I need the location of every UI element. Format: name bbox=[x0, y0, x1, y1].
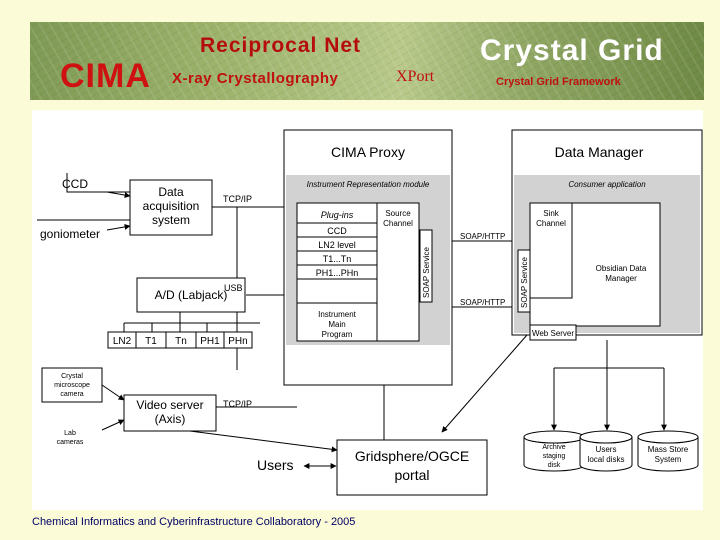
sensor-t1: T1 bbox=[145, 336, 157, 347]
lab-cam-line1: Lab bbox=[64, 430, 76, 437]
sensor-phn: PHn bbox=[228, 336, 247, 347]
ccd-to-daq bbox=[106, 191, 131, 199]
instrument-main-1: Instrument bbox=[318, 310, 357, 319]
sink-channel-box bbox=[529, 202, 573, 299]
tcpip-label-1: TCP/IP bbox=[223, 194, 252, 204]
crystal-cam-to-video bbox=[101, 384, 125, 401]
disk1-line2: staging bbox=[543, 453, 566, 460]
obsidian-line1: Obsidian Data bbox=[596, 264, 647, 273]
labjack-label: A/D (Labjack) bbox=[155, 288, 228, 302]
crystal-grid-subtitle: Crystal Grid Framework bbox=[496, 76, 621, 88]
video-line2: (Axis) bbox=[155, 412, 186, 426]
sensor-ln2: LN2 bbox=[113, 336, 132, 347]
disk1-line1: Archive bbox=[542, 444, 565, 451]
soap-service-left-box bbox=[419, 229, 433, 303]
sensor-boxes bbox=[107, 331, 253, 349]
xray-crystallography-subtitle: X-ray Crystallography bbox=[172, 70, 339, 87]
disk2-line2: local disks bbox=[588, 455, 625, 464]
daq-line2: acquisition bbox=[143, 199, 200, 213]
ccd-label: CCD bbox=[62, 177, 88, 191]
disk2-line1: Users bbox=[596, 445, 617, 454]
cima-logo: CIMA bbox=[60, 57, 151, 95]
soap-http-upper-label: SOAP/HTTP bbox=[460, 232, 505, 241]
goniometer-label: goniometer bbox=[40, 227, 100, 241]
daq-box bbox=[129, 179, 213, 236]
reciprocal-net-title: Reciprocal Net bbox=[200, 34, 362, 57]
crystal-camera-box bbox=[41, 367, 103, 403]
crystal-cam-line3: camera bbox=[60, 391, 83, 398]
video-line1: Video server bbox=[136, 398, 203, 412]
instrument-main-3: Program bbox=[322, 330, 353, 339]
disk-cylinders bbox=[523, 430, 699, 472]
lab-cam-line2: cameras bbox=[57, 439, 84, 446]
webserver-to-portal bbox=[441, 334, 528, 433]
video-server-box bbox=[123, 394, 217, 432]
architecture-diagram: CCD goniometer Data acquisition system T… bbox=[37, 129, 703, 496]
daq-line3: system bbox=[152, 213, 190, 227]
xport-label: XPort bbox=[396, 68, 435, 85]
labjack-box bbox=[136, 277, 246, 313]
sink-channel-2: Channel bbox=[536, 219, 566, 228]
consumer-app-label: Consumer application bbox=[568, 180, 646, 189]
sink-channel-1: Sink bbox=[543, 209, 560, 218]
disk1-line3: disk bbox=[548, 462, 561, 469]
instrument-module-label: Instrument Representation module bbox=[307, 180, 430, 189]
soap-http-lower-label: SOAP/HTTP bbox=[460, 298, 505, 307]
sensor-ph1: PH1 bbox=[200, 336, 220, 347]
crystal-cam-line1: Crystal bbox=[61, 373, 83, 380]
title-banner: CIMA Reciprocal Net X-ray Crystallograph… bbox=[30, 22, 704, 100]
crystal-cam-line2: microscope bbox=[54, 382, 90, 389]
portal-box bbox=[336, 439, 488, 496]
plugin-ccd: CCD bbox=[327, 226, 347, 236]
instrument-main-2: Main bbox=[328, 320, 345, 329]
source-channel-2: Channel bbox=[383, 219, 413, 228]
cima-proxy-title: CIMA Proxy bbox=[331, 144, 405, 160]
sensor-tn: Tn bbox=[175, 336, 187, 347]
web-server-box bbox=[529, 324, 577, 341]
crystal-grid-title: Crystal Grid bbox=[480, 34, 664, 67]
web-server-label: Web Server bbox=[532, 329, 574, 338]
source-channel-1: Source bbox=[385, 209, 411, 218]
diagram-panel: CCD goniometer Data acquisition system T… bbox=[32, 110, 703, 510]
soap-service-right: SOAP Service bbox=[520, 256, 529, 308]
footer-credit: Chemical Informatics and Cyberinfrastruc… bbox=[32, 516, 356, 528]
portal-line1: Gridsphere/OGCE bbox=[355, 448, 469, 464]
obsidian-line2: Manager bbox=[605, 274, 637, 283]
portal-line2: portal bbox=[394, 467, 429, 483]
source-channel-box bbox=[376, 202, 420, 342]
tcpip-label-2: TCP/IP bbox=[223, 399, 252, 409]
plugin-t: T1...Tn bbox=[323, 254, 352, 264]
plugin-ph: PH1...PHn bbox=[316, 268, 359, 278]
plugins-box bbox=[296, 202, 378, 342]
lab-cam-to-video bbox=[101, 419, 125, 431]
plugin-ln2: LN2 level bbox=[318, 240, 356, 250]
soap-service-left: SOAP Service bbox=[422, 246, 431, 298]
soap-service-right-box bbox=[517, 249, 531, 313]
disk3-line1: Mass Store bbox=[648, 445, 689, 454]
daq-line1: Data bbox=[158, 185, 184, 199]
disk3-line2: System bbox=[655, 455, 682, 464]
users-label: Users bbox=[257, 457, 294, 473]
plugins-header: Plug-ins bbox=[321, 210, 354, 220]
banner-texture bbox=[30, 22, 704, 100]
usb-label: USB bbox=[224, 283, 243, 293]
video-to-portal bbox=[181, 429, 338, 453]
data-manager-title: Data Manager bbox=[555, 144, 644, 160]
gonio-to-daq bbox=[106, 223, 131, 231]
